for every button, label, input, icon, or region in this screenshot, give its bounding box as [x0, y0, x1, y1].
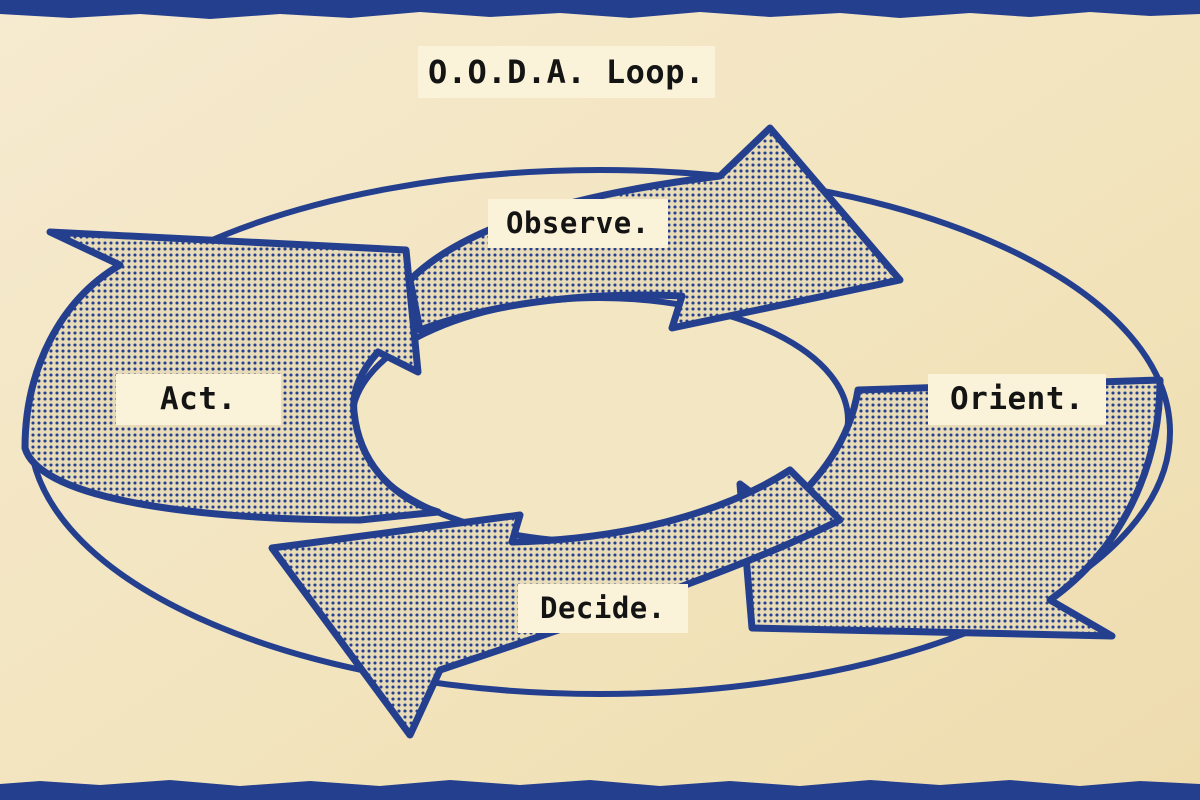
- top-border: [0, 0, 1200, 19]
- decide-label: Decide.: [518, 584, 688, 633]
- act-label: Act.: [116, 374, 281, 425]
- bottom-border: [0, 780, 1200, 800]
- orient-label: Orient.: [928, 374, 1107, 425]
- diagram-title: O.O.D.A. Loop.: [418, 46, 715, 98]
- orient-arrow-icon: [736, 376, 1164, 640]
- observe-label: Observe.: [488, 199, 668, 248]
